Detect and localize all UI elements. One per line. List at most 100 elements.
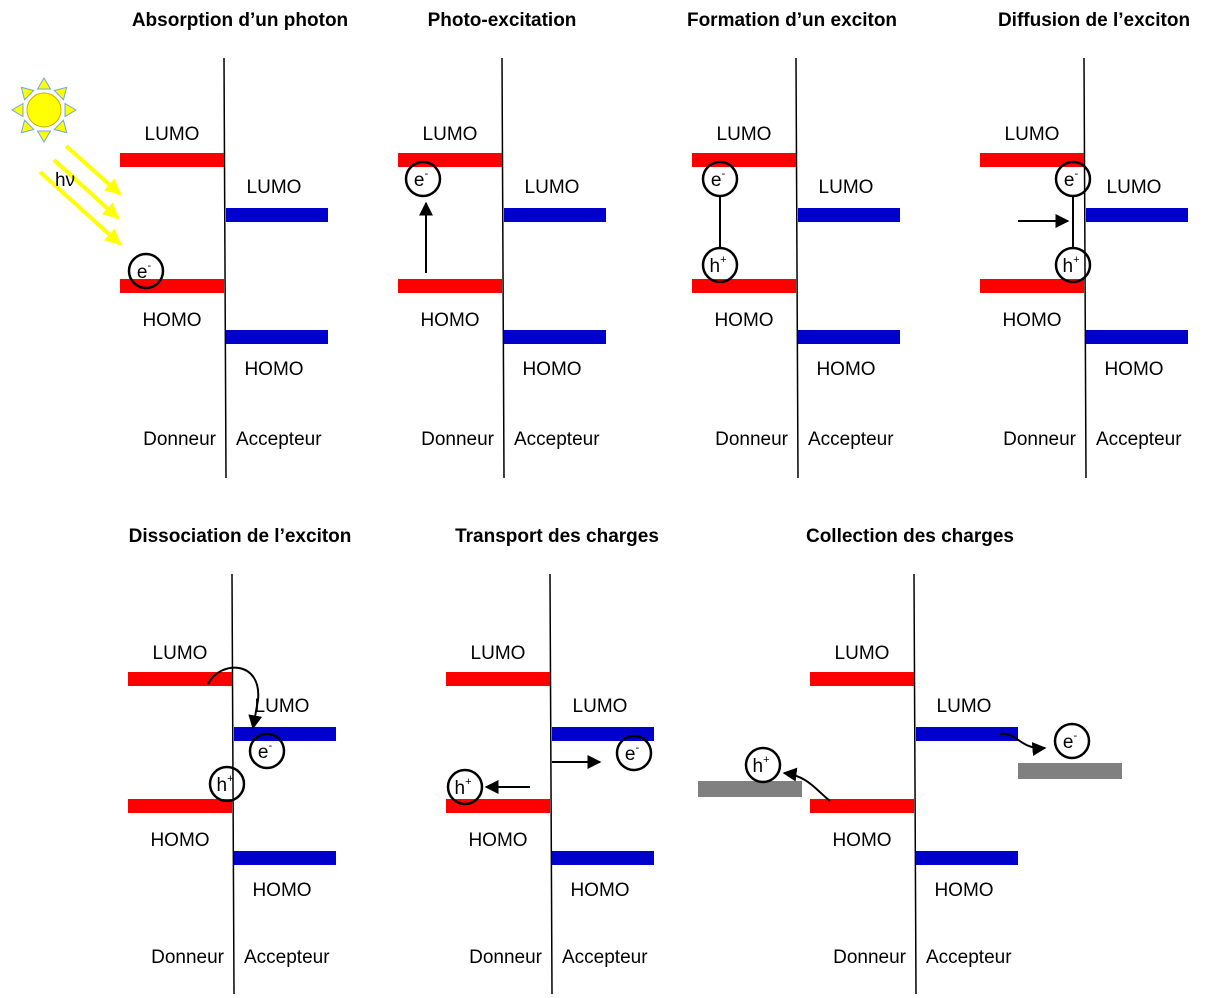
panel-exciton-diffusion: Diffusion de l’excitonLUMOHOMOLUMOHOMODo… <box>980 10 1190 479</box>
donor-lumo-level <box>398 153 502 167</box>
acceptor-label: Accepteur <box>236 429 322 450</box>
donor-label: Donneur <box>715 429 789 450</box>
electron-label: e- <box>625 742 640 765</box>
interface-line <box>1083 57 1087 479</box>
interface-line <box>549 573 553 995</box>
panel-title: Formation d’un exciton <box>687 10 897 31</box>
acceptor-homo-level <box>552 851 654 865</box>
donor-homo-level <box>120 279 224 293</box>
acceptor-lumo-level <box>1086 208 1188 222</box>
donor-homo-level <box>810 799 914 813</box>
donor-label: Donneur <box>469 947 543 968</box>
acceptor-homo-label: HOMO <box>252 880 311 901</box>
electron-label: e- <box>1064 168 1079 191</box>
acceptor-lumo-label: LUMO <box>247 177 302 198</box>
interface-line <box>223 57 227 479</box>
acceptor-homo-label: HOMO <box>244 359 303 380</box>
acceptor-homo-level <box>226 330 328 344</box>
cathode-electrode <box>1018 763 1122 779</box>
donor-homo-label: HOMO <box>150 830 209 851</box>
acceptor-label: Accepteur <box>926 947 1012 968</box>
acceptor-lumo-label: LUMO <box>525 177 580 198</box>
donor-homo-level <box>980 279 1084 293</box>
panel-title: Absorption d’un photon <box>132 10 348 31</box>
donor-lumo-level <box>446 672 550 686</box>
donor-label: Donneur <box>833 947 907 968</box>
hole-label: h+ <box>216 773 233 796</box>
hole-label: h+ <box>752 754 769 777</box>
donor-lumo-label: LUMO <box>835 643 890 664</box>
donor-label: Donneur <box>1003 429 1077 450</box>
electron-collection-arrow <box>999 732 1047 756</box>
donor-lumo-level <box>810 672 914 686</box>
acceptor-lumo-level <box>798 208 900 222</box>
donor-homo-level <box>398 279 502 293</box>
hole-collection-arrow <box>782 767 831 802</box>
anode-electrode <box>698 781 802 797</box>
panel-exciton-dissociation: Dissociation de l’excitonLUMOHOMOLUMOHOM… <box>128 526 352 995</box>
acceptor-homo-level <box>798 330 900 344</box>
acceptor-homo-level <box>916 851 1018 865</box>
donor-homo-label: HOMO <box>142 310 201 331</box>
electron-label: e- <box>1063 730 1078 753</box>
panel-title: Diffusion de l’exciton <box>998 10 1190 31</box>
acceptor-homo-label: HOMO <box>816 359 875 380</box>
donor-lumo-level <box>128 672 232 686</box>
donor-homo-label: HOMO <box>832 830 891 851</box>
electron-label: e- <box>414 168 429 191</box>
interface-line <box>795 57 799 479</box>
donor-homo-label: HOMO <box>420 310 479 331</box>
donor-lumo-label: LUMO <box>717 124 772 145</box>
acceptor-lumo-label: LUMO <box>573 696 628 717</box>
panel-charge-transport: Transport des chargesLUMOHOMOLUMOHOMODon… <box>446 526 659 995</box>
interface-line <box>913 573 917 995</box>
hole-label: h+ <box>709 254 726 277</box>
donor-homo-level <box>128 799 232 813</box>
acceptor-lumo-level <box>552 727 654 741</box>
hole-label: h+ <box>454 776 471 799</box>
acceptor-lumo-level <box>916 727 1018 741</box>
electron-circle <box>127 252 165 290</box>
electron-label: e- <box>258 740 273 763</box>
acceptor-lumo-label: LUMO <box>1107 177 1162 198</box>
panel-title: Collection des charges <box>806 526 1014 547</box>
acceptor-label: Accepteur <box>562 947 648 968</box>
photon-ray <box>64 144 122 196</box>
interface-line <box>231 573 235 995</box>
acceptor-lumo-label: LUMO <box>937 696 992 717</box>
photon-ray <box>52 158 120 220</box>
panel-title: Photo-excitation <box>428 10 577 31</box>
electron-label: e- <box>711 168 726 191</box>
hole-circle <box>744 746 782 784</box>
acceptor-homo-level <box>504 330 606 344</box>
electron-circle <box>248 732 286 770</box>
interface-line <box>501 57 505 479</box>
donor-label: Donneur <box>151 947 225 968</box>
electron-label: e- <box>137 260 152 283</box>
electron-circle <box>404 160 442 198</box>
acceptor-homo-label: HOMO <box>522 359 581 380</box>
donor-homo-label: HOMO <box>468 830 527 851</box>
acceptor-lumo-level <box>226 208 328 222</box>
acceptor-lumo-level <box>504 208 606 222</box>
panel-title: Dissociation de l’exciton <box>129 526 352 547</box>
donor-lumo-label: LUMO <box>1005 124 1060 145</box>
photon-label: hν <box>55 170 75 191</box>
donor-lumo-label: LUMO <box>145 124 200 145</box>
donor-label: Donneur <box>421 429 495 450</box>
hole-label: h+ <box>1062 254 1079 277</box>
acceptor-homo-label: HOMO <box>570 880 629 901</box>
donor-lumo-level <box>692 153 796 167</box>
panel-title: Transport des charges <box>455 526 659 547</box>
donor-lumo-level <box>120 153 224 167</box>
photon-ray <box>38 170 122 246</box>
acceptor-label: Accepteur <box>244 947 330 968</box>
donor-lumo-label: LUMO <box>423 124 478 145</box>
donor-label: Donneur <box>143 429 217 450</box>
donor-lumo-label: LUMO <box>153 643 208 664</box>
acceptor-homo-label: HOMO <box>934 880 993 901</box>
donor-homo-level <box>446 799 550 813</box>
